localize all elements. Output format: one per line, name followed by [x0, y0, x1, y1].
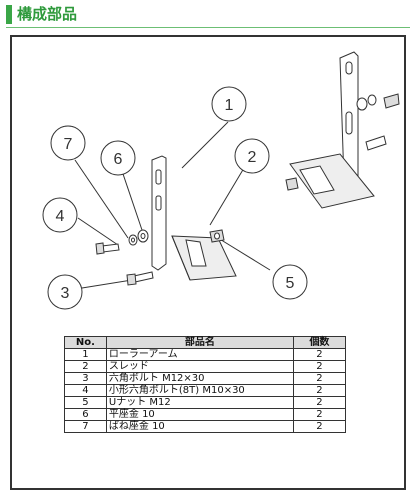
leader-line-2 — [209, 167, 245, 226]
cell-qty: 2 — [292, 348, 347, 361]
table-row: 5 Uナット M12 2 — [64, 396, 347, 409]
section-title: 構成部品 — [17, 5, 78, 23]
spring-washer-part — [128, 234, 138, 246]
callout-5: 5 — [272, 264, 308, 300]
cell-no: 2 — [64, 360, 107, 373]
section-header: 構成部品 — [0, 0, 416, 30]
callout-1-label: 1 — [225, 97, 234, 114]
hex-bolt-part — [126, 271, 154, 286]
leader-line-6 — [119, 164, 143, 231]
callout-3-label: 3 — [61, 285, 70, 302]
cell-qty: 2 — [292, 384, 347, 397]
leader-line-3 — [81, 279, 133, 289]
table-row: 6 平座金 10 2 — [64, 408, 347, 421]
callout-1: 1 — [211, 86, 247, 122]
parts-table: No. 部品名 個数 1 ローラーアーム 2 2 スレッド 2 3 六角ボルト … — [64, 336, 347, 433]
cell-no: 6 — [64, 408, 107, 421]
column-header-no: No. — [64, 336, 107, 349]
cell-no: 1 — [64, 348, 107, 361]
callout-2-label: 2 — [248, 149, 257, 166]
callout-5-label: 5 — [286, 275, 295, 292]
exploded-assembly — [95, 155, 237, 286]
cell-name: ローラーアーム — [105, 348, 294, 361]
cell-name: 小形六角ボルト(8T) M10×30 — [105, 384, 294, 397]
cell-qty: 2 — [292, 396, 347, 409]
cell-name: Uナット M12 — [105, 396, 294, 409]
table-row: 2 スレッド 2 — [64, 360, 347, 373]
roller-arm-part — [151, 155, 167, 271]
callout-2: 2 — [234, 138, 270, 174]
header-accent-bar — [6, 5, 12, 24]
callout-4-label: 4 — [56, 208, 65, 225]
cell-qty: 2 — [292, 372, 347, 385]
table-row: 1 ローラーアーム 2 — [64, 348, 347, 361]
leader-line-7 — [74, 159, 129, 239]
table-row: 4 小形六角ボルト(8T) M10×30 2 — [64, 384, 347, 397]
leader-line-1 — [181, 121, 229, 169]
flat-washer-part — [137, 229, 149, 243]
exploded-parts-diagram: 1 2 3 4 5 6 7 — [42, 51, 400, 310]
column-header-name: 部品名 — [105, 336, 294, 349]
cell-qty: 2 — [292, 408, 347, 421]
cell-no: 7 — [64, 420, 107, 433]
cell-no: 3 — [64, 372, 107, 385]
callout-3: 3 — [47, 274, 83, 310]
table-row: 7 ばね座金 10 2 — [64, 420, 347, 433]
column-header-qty: 個数 — [292, 336, 347, 349]
assembled-view — [285, 51, 400, 209]
leader-line-5 — [217, 237, 271, 271]
cell-name: ばね座金 10 — [105, 420, 294, 433]
cell-no: 5 — [64, 396, 107, 409]
cell-name: 平座金 10 — [105, 408, 294, 421]
small-hex-bolt-part — [95, 242, 120, 255]
cell-no: 4 — [64, 384, 107, 397]
leader-line-4 — [77, 217, 119, 246]
cell-name: スレッド — [105, 360, 294, 373]
table-row: 3 六角ボルト M12×30 2 — [64, 372, 347, 385]
callout-6: 6 — [100, 140, 136, 176]
cell-name: 六角ボルト M12×30 — [105, 372, 294, 385]
callout-4: 4 — [42, 197, 78, 233]
u-nut-part — [209, 229, 225, 243]
callout-7-label: 7 — [64, 136, 73, 153]
table-header-row: No. 部品名 個数 — [64, 336, 347, 349]
cell-qty: 2 — [292, 360, 347, 373]
header-rule — [6, 27, 410, 28]
callout-6-label: 6 — [114, 151, 123, 168]
callout-7: 7 — [50, 125, 86, 161]
cell-qty: 2 — [292, 420, 347, 433]
